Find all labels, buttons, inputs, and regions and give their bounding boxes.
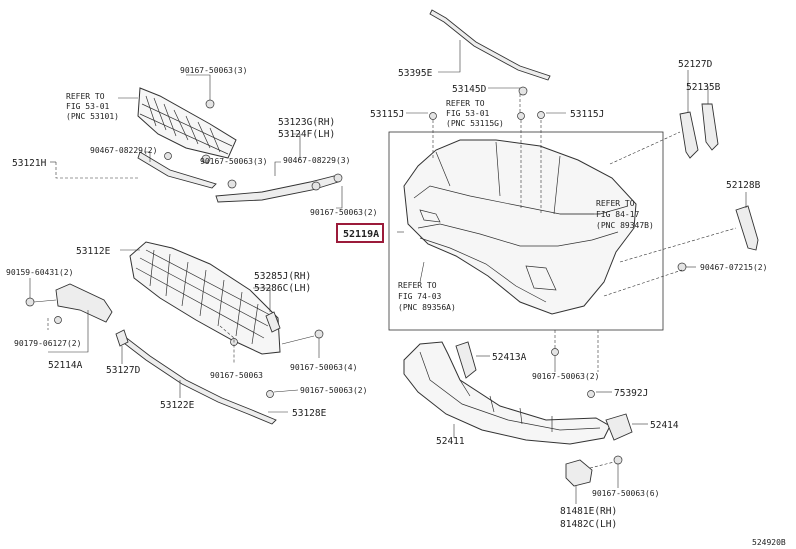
label-53122e: 53122E	[160, 400, 195, 411]
label-refer-fig84-17: REFER TO	[596, 199, 635, 208]
label-90167-50063: 90167-50063	[210, 371, 263, 380]
label-90167-50063-2b: 90167-50063(2)	[300, 386, 367, 395]
lower-grille-53112e	[129, 241, 281, 355]
label-refer-fig53-01: FIG 53-01	[66, 102, 110, 111]
clip-icon	[518, 86, 528, 96]
bolt-icon	[25, 297, 35, 307]
label-refer-fig53-01: REFER TO	[66, 92, 105, 101]
label-53285j: 53285J(RH)	[254, 271, 311, 282]
side-bracket-52128b	[735, 205, 759, 251]
label-53115j-left: 53115J	[370, 109, 404, 120]
bolt-icon	[314, 329, 324, 339]
grille-molding-53123g	[215, 173, 343, 203]
label-90159-60431-2: 90159-60431(2)	[6, 268, 73, 277]
bolt-icon	[429, 112, 437, 120]
label-52414: 52414	[650, 420, 679, 431]
label-53124f: 53124F(LH)	[278, 129, 335, 140]
upper-grille-assembly	[137, 87, 237, 164]
bolt-icon	[537, 111, 545, 119]
label-52411: 52411	[436, 436, 465, 447]
label-refer-fig74-03: (PNC 89356A)	[398, 303, 456, 312]
lamp-81481e	[565, 459, 593, 487]
label-refer-fig53-01b: REFER TO	[446, 99, 485, 108]
grille-clip-53285j	[265, 311, 281, 333]
label-52119a: 52119A	[343, 229, 379, 240]
label-53112e: 53112E	[76, 246, 111, 257]
bolt-icon	[517, 112, 525, 120]
label-refer-fig84-17: (PNC 89347B)	[596, 221, 654, 230]
bolt-icon	[551, 348, 559, 356]
bolt-icon	[201, 154, 211, 164]
bracket-52414	[605, 413, 633, 441]
side-bracket-52127d	[679, 103, 719, 159]
clip-icon	[54, 316, 62, 324]
bracket-52413a	[455, 341, 477, 379]
highlight-box-52119a	[336, 223, 384, 243]
label-53128e: 53128E	[292, 408, 327, 419]
bolt-icon	[613, 455, 623, 465]
label-53115j-right: 53115J	[570, 109, 604, 120]
label-90167-50063-4: 90167-50063(4)	[290, 363, 357, 372]
label-90179-06127-2: 90179-06127(2)	[14, 339, 81, 348]
label-53286c: 53286C(LH)	[254, 283, 311, 294]
label-53123g: 53123G(RH)	[278, 117, 335, 128]
bolt-icon	[677, 262, 687, 272]
label-52128b: 52128B	[726, 180, 761, 191]
bolt-icon	[587, 390, 595, 398]
grille-molding-53121h	[137, 151, 217, 189]
label-52127d: 52127D	[678, 59, 713, 70]
label-refer-fig74-03: REFER TO	[398, 281, 437, 290]
label-90167-50063-2c: 90167-50063(2)	[532, 372, 599, 381]
label-refer-fig84-17: FIG 84-17	[596, 210, 640, 219]
bracket-52114a	[55, 283, 113, 323]
label-90467-08229-3: 90467-08229(3)	[283, 156, 350, 165]
label-53127d: 53127D	[106, 365, 141, 376]
clip-icon	[311, 181, 321, 191]
label-90467-08229-2: 90467-08229(2)	[90, 146, 157, 155]
bumper-cover-52119a	[403, 139, 637, 315]
bolt-icon	[205, 99, 215, 109]
label-refer-fig53-01b: (PNC 53115G)	[446, 119, 504, 128]
clip-53127d	[115, 329, 129, 347]
label-refer-fig53-01: (PNC 53101)	[66, 112, 119, 121]
bolt-icon	[227, 179, 237, 189]
top-seal-strip-53395e	[429, 9, 551, 81]
label-refer-fig53-01b: FIG 53-01	[446, 109, 490, 118]
label-90167-50063-3b: 90167-50063(3)	[200, 157, 267, 166]
label-90167-50063-2a: 90167-50063(2)	[310, 208, 377, 217]
bolt-icon	[333, 173, 343, 183]
bolt-icon	[266, 390, 274, 398]
label-75392j: 75392J	[614, 388, 648, 399]
clip-icon	[164, 152, 172, 160]
label-53121h: 53121H	[12, 158, 47, 169]
label-53145d: 53145D	[452, 84, 487, 95]
label-90167-50063-6: 90167-50063(6)	[592, 489, 659, 498]
label-52413a: 52413A	[492, 352, 527, 363]
bumper-cover-frame	[388, 131, 664, 331]
diagram-id: 524920B	[752, 538, 786, 547]
label-52114a: 52114A	[48, 360, 83, 371]
label-81481e: 81481E(RH)	[560, 506, 617, 517]
label-53395e: 53395E	[398, 68, 433, 79]
label-52135b: 52135B	[686, 82, 721, 93]
lower-molding-53122e	[119, 335, 277, 425]
label-refer-fig74-03: FIG 74-03	[398, 292, 442, 301]
label-90467-07215-2: 90467-07215(2)	[700, 263, 767, 272]
label-81482c: 81482C(LH)	[560, 519, 617, 530]
label-90167-50063-3: 90167-50063(3)	[180, 66, 247, 75]
